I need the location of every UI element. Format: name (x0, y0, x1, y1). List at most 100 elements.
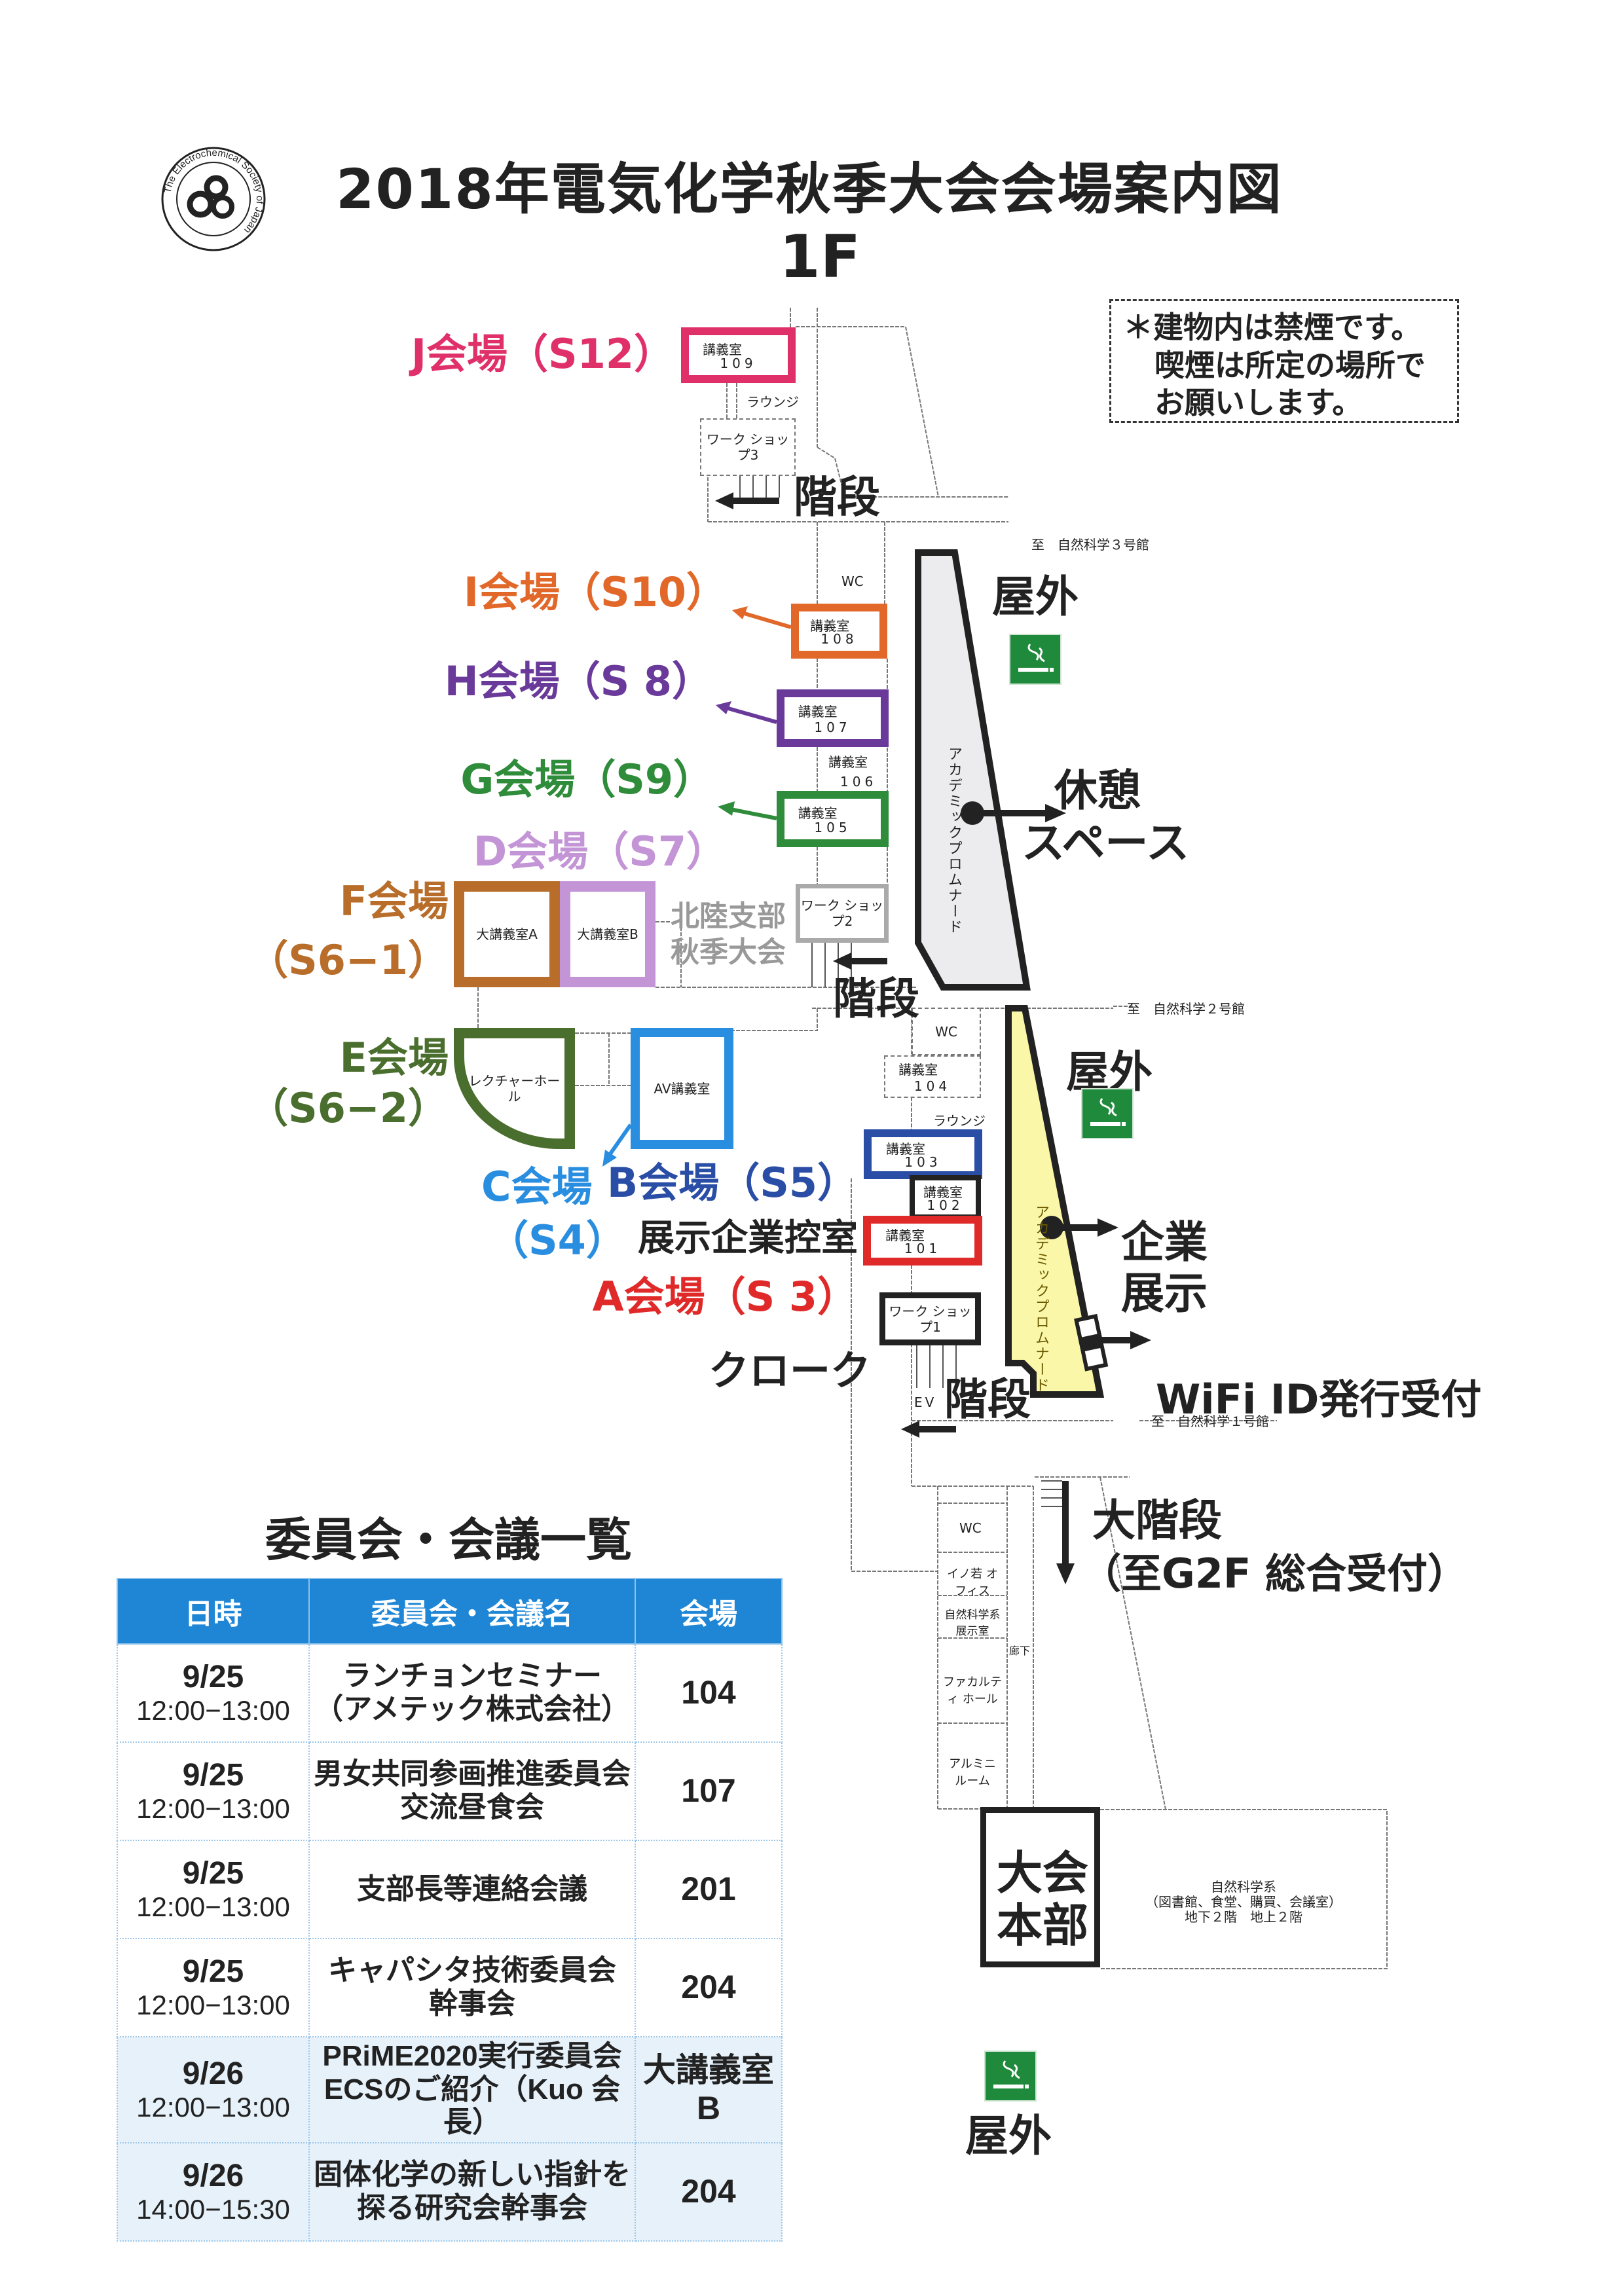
room-106-type: 講義室 (828, 754, 868, 770)
wifi-id-desk-label: WiFi ID発行受付 (1156, 1376, 1482, 1423)
cell-meeting: ランチョンセミナー（アメテック株式会社） (308, 1643, 636, 1743)
meeting-line-1: ランチョンセミナー (342, 1660, 602, 1692)
workshop-3[interactable]: ワーク ショップ3 (700, 418, 796, 476)
room-number: 107 (814, 719, 851, 735)
elevator-label: EV (914, 1394, 937, 1410)
hokuriku-line-1: 北陸支部 (671, 900, 786, 933)
venue-i-label: I会場（S10） (463, 568, 727, 616)
wc-2: WC (912, 1008, 981, 1055)
meeting-line-1: 男女共同参画推進委員会 (314, 1758, 631, 1791)
date: 9/25 (182, 1660, 244, 1695)
room-line-1: 201 (681, 1870, 736, 1908)
smoking-area-icon (1009, 634, 1061, 685)
stairs-label-middle: 階段 (833, 974, 919, 1024)
workshop-2[interactable]: ワーク ショップ2 (796, 884, 889, 943)
to-building-3: 至 自然科学３号館 (1031, 537, 1149, 553)
meeting-line-1: 支部長等連絡会議 (357, 1872, 587, 1905)
stairs-label-north: 階段 (794, 472, 880, 522)
room-line-1: 107 (681, 1772, 736, 1810)
date: 9/26 (182, 2056, 244, 2092)
lounge-label-2: ラウンジ (933, 1113, 986, 1129)
page-title: 2018年電気化学秋季大会会場案内図 (336, 157, 1283, 221)
large-lecture-room-b[interactable]: 大講義室B (560, 881, 655, 987)
room-number: 103 (904, 1154, 942, 1170)
room-number: 108 (821, 631, 858, 647)
cell-room: 204 (635, 2141, 783, 2242)
room-type: 講義室 (798, 704, 838, 720)
room-name: ワーク ショップ2 (800, 898, 884, 929)
smoking-area-icon (1081, 1088, 1134, 1139)
venue-e-code: （S6−2） (248, 1084, 449, 1132)
grand-stairs-destination: （至G2F 総合受付） (1080, 1550, 1468, 1597)
cell-room: 104 (635, 1643, 783, 1743)
notice-line-3: お願いします。 (1154, 385, 1363, 420)
room-number: 109 (720, 355, 757, 371)
meeting-line-2: ECSのご紹介（Kuo 会長） (323, 2073, 621, 2139)
room-line-1: 大講義室 (643, 2052, 774, 2089)
venue-a-label: A会場（S 3） (592, 1273, 858, 1321)
date: 9/25 (182, 1954, 244, 1990)
venue-h-label: H会場（S 8） (444, 657, 712, 705)
to-building-1: 至 自然科学１号館 (1151, 1413, 1269, 1429)
promenade-south (1005, 1005, 1105, 1398)
company-exhibit-line-1: 企業 (1121, 1217, 1208, 1267)
rest-space-line-1: 休憩 (1054, 765, 1141, 816)
meeting-line-2: 幹事会 (429, 1988, 515, 2020)
cell-meeting: キャパシタ技術委員会幹事会 (308, 1938, 636, 2037)
outdoor-label-3: 屋外 (965, 2111, 1052, 2161)
smoking-area-icon (984, 2050, 1037, 2102)
venue-b-label: B会場（S5） (606, 1159, 858, 1207)
col-header-meeting: 委員会・会議名 (308, 1578, 636, 1645)
large-lecture-room-a[interactable]: 大講義室A (454, 881, 560, 987)
promenade-south-label: アカデミックプロムナード (1033, 1205, 1049, 1393)
venue-c-label: C会場 (481, 1163, 593, 1211)
room-name: レクチャーホール (468, 1072, 561, 1104)
cell-meeting: 支部長等連絡会議 (308, 1840, 636, 1939)
wc-3-label: WC (959, 1520, 982, 1536)
promenade-north (915, 549, 1031, 991)
room-line-1: 104 (681, 1674, 736, 1711)
workshop-1[interactable]: ワーク ショップ1 (879, 1292, 981, 1345)
floor-label: 1F (779, 223, 861, 291)
inowaka-office: イノ若 オフィス (947, 1567, 998, 1598)
wifi-kiosk (1074, 1313, 1109, 1372)
alumni-room: アルミニ ルーム (949, 1757, 996, 1788)
cell-room: 204 (635, 1938, 783, 2037)
exhibitor-waiting-room-label: 展示企業控室 (638, 1217, 858, 1260)
wc-label: WC (841, 574, 864, 589)
venue-j-label: J会場（S12） (411, 330, 674, 378)
date: 9/26 (182, 2159, 244, 2194)
conference-headquarters[interactable]: 大会 本部 (980, 1807, 1100, 1967)
cell-meeting: 固体化学の新しい指針を探る研究会幹事会 (308, 2141, 636, 2242)
room-line-1: 204 (681, 1969, 736, 2006)
venue-g-label: G会場（S9） (460, 756, 714, 803)
meeting-line-2: 交流昼食会 (400, 1791, 544, 1823)
room-name: WC (935, 1023, 957, 1040)
lounge-label: ラウンジ (747, 394, 799, 410)
room-line-1: 204 (681, 2173, 736, 2210)
room-name: ワーク ショップ1 (889, 1303, 972, 1335)
av-lecture-room[interactable]: AV講義室 (631, 1028, 733, 1149)
committee-heading: 委員会・会議一覧 (265, 1513, 632, 1567)
corridor-label: 廊下 (1009, 1645, 1031, 1657)
room-number: 101 (904, 1241, 942, 1256)
room-106-number: 106 (840, 774, 877, 790)
room-line-2: B (696, 2089, 721, 2126)
time: 12:00−13:00 (136, 1990, 290, 2021)
